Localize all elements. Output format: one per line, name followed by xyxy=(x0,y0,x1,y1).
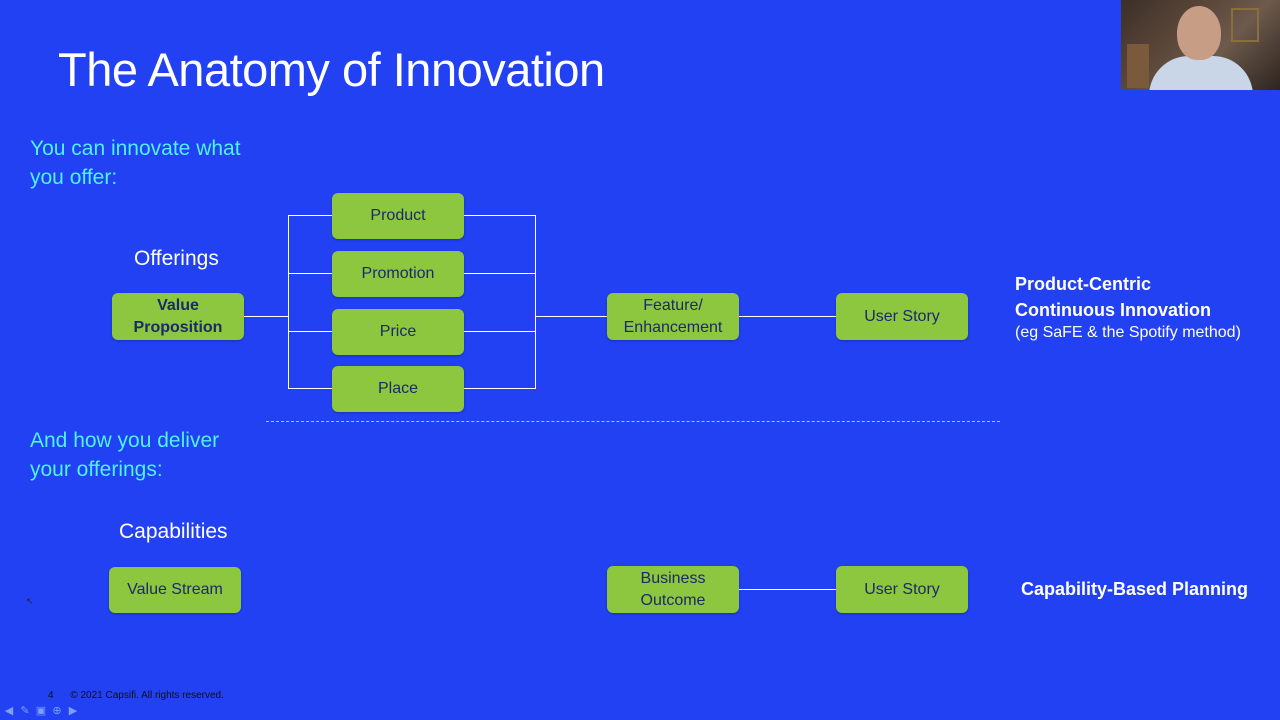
slideshow-toolbar: ◀ ✎ ▣ ⊕ ▶ xyxy=(2,705,80,718)
connector-line xyxy=(739,589,836,590)
connector-line xyxy=(288,215,289,389)
product-centric-line-2: Continuous Innovation xyxy=(1015,300,1211,320)
value-proposition-line-2: Proposition xyxy=(133,318,223,336)
product-centric-line-1: Product-Centric xyxy=(1015,274,1152,294)
value-proposition-line-1: Value xyxy=(157,296,199,314)
connector-line xyxy=(288,388,332,389)
offerings-label: Offerings xyxy=(134,247,219,270)
connector-line xyxy=(464,215,536,216)
presenter-body xyxy=(1149,56,1253,90)
divider-line xyxy=(266,421,1000,422)
product-centric-subtitle: (eg SaFE & the Spotify method) xyxy=(1015,324,1241,341)
connector-line xyxy=(535,215,536,389)
connector-line xyxy=(244,316,288,317)
connector-line xyxy=(464,331,536,332)
presenter-head xyxy=(1177,6,1221,60)
zoom-icon[interactable]: ⊕ xyxy=(52,705,62,717)
feature-line-2: Enhancement xyxy=(623,318,723,336)
webcam-background-shelf xyxy=(1127,44,1149,88)
user-story-top-box: User Story xyxy=(836,293,968,340)
slide-title: The Anatomy of Innovation xyxy=(58,43,605,96)
product-box: Product xyxy=(332,193,464,239)
business-outcome-box: Business Outcome xyxy=(607,566,739,613)
arrow-right-icon[interactable]: ▶ xyxy=(68,705,78,717)
user-story-bottom-box: User Story xyxy=(836,566,968,613)
pen-icon[interactable]: ✎ xyxy=(20,705,30,717)
business-outcome-line-1: Business xyxy=(640,569,706,587)
slide-footer: 4 © 2021 Capsifi. All rights reserved. xyxy=(48,690,238,701)
page-number: 4 xyxy=(48,690,54,701)
intro-offer-line-2: you offer: xyxy=(30,166,118,189)
promotion-box: Promotion xyxy=(332,251,464,297)
intro-offer-text: You can innovate what you offer: xyxy=(30,134,241,192)
connector-line xyxy=(288,273,332,274)
value-proposition-box: Value Proposition xyxy=(112,293,244,340)
intro-deliver-line-1: And how you deliver xyxy=(30,429,220,452)
connector-line xyxy=(464,273,536,274)
intro-deliver-text: And how you deliver your offerings: xyxy=(30,426,219,484)
feature-enhancement-box: Feature/ Enhancement xyxy=(607,293,739,340)
connector-line xyxy=(739,316,836,317)
presenter-webcam-video xyxy=(1121,0,1280,90)
value-stream-box: Value Stream xyxy=(109,567,241,613)
capability-planning-label: Capability-Based Planning xyxy=(1021,579,1249,599)
slides-icon[interactable]: ▣ xyxy=(35,705,47,717)
feature-line-1: Feature/ xyxy=(643,296,703,314)
connector-line xyxy=(288,215,332,216)
price-box: Price xyxy=(332,309,464,355)
connector-line xyxy=(536,316,607,317)
connector-line xyxy=(464,388,536,389)
webcam-background-frame xyxy=(1231,8,1259,42)
business-outcome-line-2: Outcome xyxy=(640,591,706,609)
mouse-cursor-icon: ↖ xyxy=(26,596,34,606)
intro-deliver-line-2: your offerings: xyxy=(30,458,163,481)
capabilities-label: Capabilities xyxy=(119,520,228,543)
copyright-text: © 2021 Capsifi. All rights reserved. xyxy=(70,690,224,701)
arrow-left-icon[interactable]: ◀ xyxy=(4,705,14,717)
place-box: Place xyxy=(332,366,464,412)
product-centric-heading: Product-Centric Continuous Innovation xyxy=(1015,271,1211,323)
connector-line xyxy=(288,331,332,332)
intro-offer-line-1: You can innovate what xyxy=(30,137,241,160)
